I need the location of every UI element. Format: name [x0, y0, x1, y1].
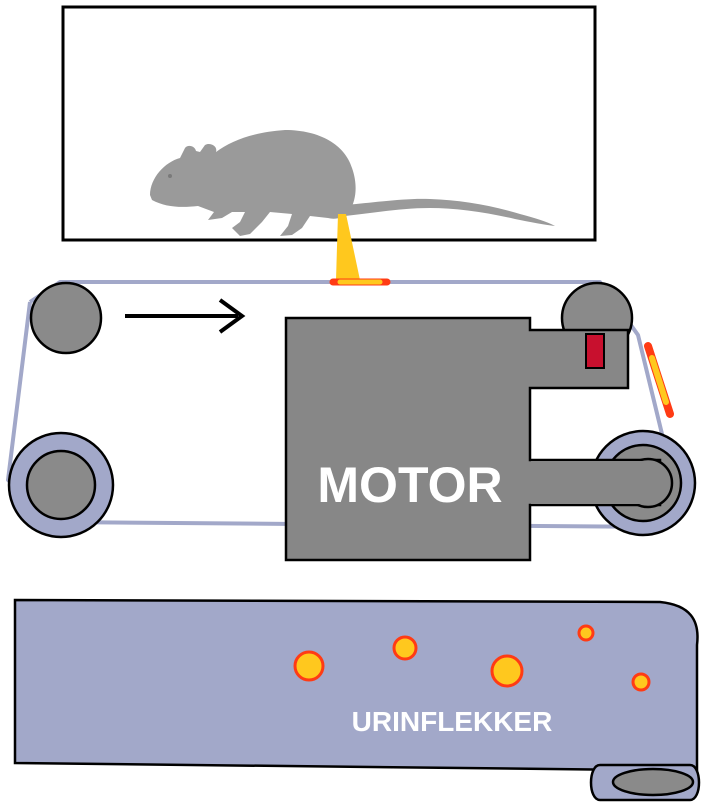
motor-label: MOTOR [317, 457, 502, 513]
urine-spot-2 [392, 635, 418, 661]
urine-spot-5 [631, 672, 651, 692]
right-arrow-icon [125, 298, 246, 334]
sensor [585, 333, 605, 369]
motor-shaft-cover [531, 461, 649, 504]
urine-spot-1 [293, 650, 325, 682]
mouse-eye [168, 174, 172, 178]
urine-spots [293, 624, 651, 692]
paper-roll [589, 763, 701, 802]
urine-spot-3 [490, 654, 524, 688]
roller-bottom-left-inner [25, 449, 97, 521]
urine-spots-label: URINFLEKKER [352, 706, 553, 737]
paper-strip [13, 598, 699, 772]
urine-stream [336, 214, 360, 280]
urine-spot-4 [577, 624, 595, 642]
roller-top-left [29, 281, 103, 355]
urine-spot-side-inner [649, 355, 669, 405]
mouse-silhouette-icon [150, 130, 555, 236]
